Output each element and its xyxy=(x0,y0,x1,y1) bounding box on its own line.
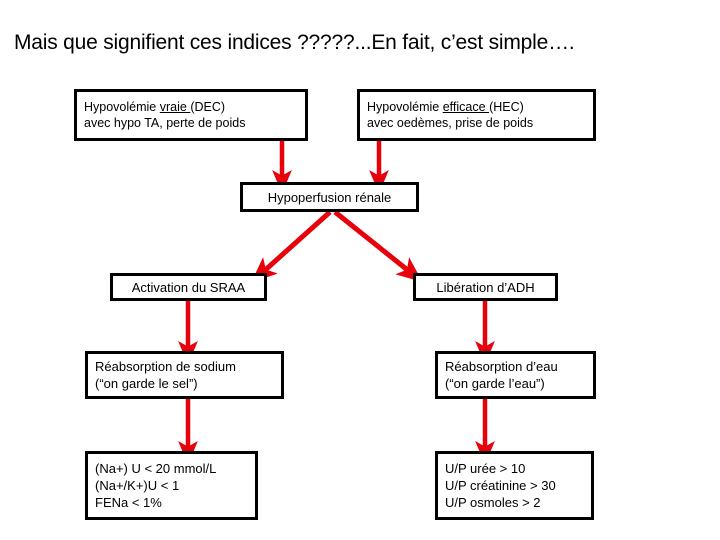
node-indices-uree-line1: U/P urée > 10 xyxy=(445,461,526,476)
node-hypoperfusion-renale[interactable]: Hypoperfusion rénale xyxy=(240,182,419,212)
node-reabsorption-eau[interactable]: Réabsorption d’eau (“on garde l’eau”) xyxy=(435,351,596,399)
node-activation-sraa-line1: Activation du SRAA xyxy=(131,279,246,295)
node-indices-uree-line2: U/P créatinine > 30 xyxy=(445,478,556,493)
node-liberation-adh-line1: Libération d’ADH xyxy=(436,279,535,295)
text-suffix: (HEC) xyxy=(489,100,524,114)
node-reabsorption-eau-line1: Réabsorption d’eau xyxy=(445,359,558,374)
node-reabsorption-sodium-line2: (“on garde le sel”) xyxy=(95,376,198,391)
text-prefix: Hypovolémie xyxy=(84,100,160,114)
text-prefix: Hypovolémie xyxy=(367,100,443,114)
node-indices-sodium-line2: (Na+/K+)U < 1 xyxy=(95,478,180,493)
node-hypovolemie-vraie-line1: Hypovolémie vraie (DEC) xyxy=(84,99,298,115)
node-indices-uree-line3: U/P osmoles > 2 xyxy=(445,495,541,510)
node-hypovolemie-vraie[interactable]: Hypovolémie vraie (DEC) avec hypo TA, pe… xyxy=(74,89,308,141)
node-activation-sraa[interactable]: Activation du SRAA xyxy=(110,273,267,301)
node-hypovolemie-efficace[interactable]: Hypovolémie efficace (HEC) avec oedèmes,… xyxy=(357,89,596,141)
text-underlined: vraie xyxy=(159,100,191,114)
page-title: Mais que signifient ces indices ?????...… xyxy=(14,31,575,54)
node-reabsorption-sodium[interactable]: Réabsorption de sodium (“on garde le sel… xyxy=(85,351,284,399)
node-hypovolemie-vraie-line2: avec hypo TA, perte de poids xyxy=(84,116,246,130)
text-underlined: efficace xyxy=(442,100,490,114)
node-hypoperfusion-renale-line1: Hypoperfusion rénale xyxy=(267,189,392,205)
node-hypovolemie-efficace-line2: avec oedèmes, prise de poids xyxy=(367,116,534,130)
node-indices-uree[interactable]: U/P urée > 10 U/P créatinine > 30 U/P os… xyxy=(435,451,594,520)
node-reabsorption-sodium-line1: Réabsorption de sodium xyxy=(95,359,236,374)
arrow-hypoperfusion-to-sraa xyxy=(251,210,332,283)
text-suffix: (DEC) xyxy=(190,100,226,114)
node-hypovolemie-efficace-line1: Hypovolémie efficace (HEC) xyxy=(367,99,586,115)
node-indices-sodium[interactable]: (Na+) U < 20 mmol/L (Na+/K+)U < 1 FENa <… xyxy=(85,451,258,520)
node-liberation-adh[interactable]: Libération d’ADH xyxy=(413,273,558,301)
arrow-hypoperfusion-to-adh xyxy=(333,210,423,282)
node-reabsorption-eau-line2: (“on garde l’eau”) xyxy=(445,376,545,391)
node-indices-sodium-line1: (Na+) U < 20 mmol/L xyxy=(95,461,217,476)
node-indices-sodium-line3: FENa < 1% xyxy=(95,495,162,510)
